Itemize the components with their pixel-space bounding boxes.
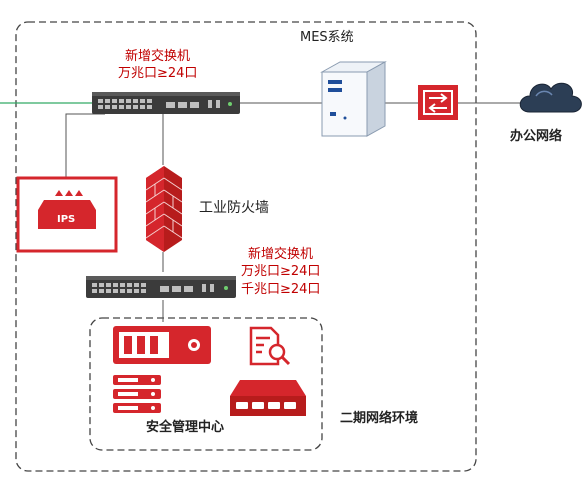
top-switch-icon <box>92 92 240 114</box>
gateway-icon <box>418 85 458 120</box>
mid-switch-icon <box>86 276 236 298</box>
link-switch-ips <box>65 113 105 178</box>
ips-label: IPS <box>57 214 76 225</box>
top-switch-title: 新增交换机 <box>125 49 191 64</box>
firewall-brick-icon <box>145 166 183 252</box>
document-search-icon <box>249 326 291 366</box>
ips-icon <box>16 176 118 253</box>
mes-boundary <box>15 21 477 472</box>
phase2-boundary <box>89 317 323 451</box>
server-rack-icon <box>113 375 161 413</box>
mes-system-label: MES系统 <box>300 30 354 45</box>
mes-server-icon <box>320 61 387 137</box>
mid-switch-ports-1g: 千兆口≥24口 <box>241 282 321 297</box>
top-switch-ports: 万兆口≥24口 <box>118 66 198 81</box>
office-network-label: 办公网络 <box>510 129 563 144</box>
firewall-label: 工业防火墙 <box>199 200 269 216</box>
mid-switch-ports-10g: 万兆口≥24口 <box>241 264 321 279</box>
mid-switch-title: 新增交换机 <box>248 247 314 262</box>
phase2-env-label: 二期网络环境 <box>340 411 419 426</box>
security-center-label: 安全管理中心 <box>146 420 225 435</box>
security-appliance-icon <box>113 326 211 364</box>
network-device-icon <box>230 380 306 416</box>
office-cloud-icon <box>519 82 582 113</box>
